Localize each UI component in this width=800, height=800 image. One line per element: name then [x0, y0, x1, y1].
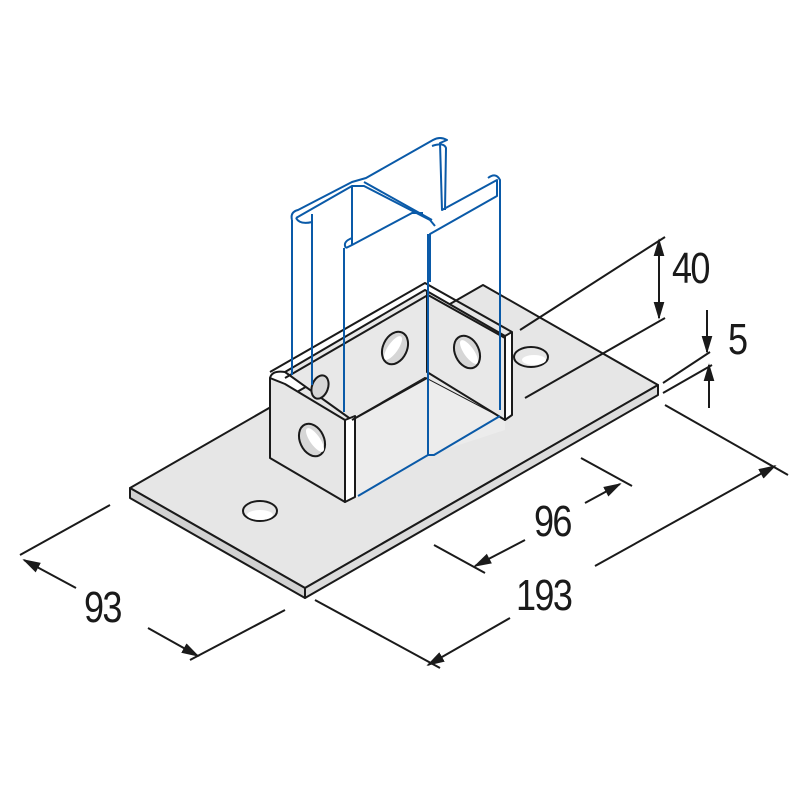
dimension-label-bracket-length: 96	[534, 497, 572, 546]
bracket-hole-left	[297, 422, 327, 458]
bracket-hole-back-1	[380, 330, 410, 366]
dimension-label-bracket-height: 40	[672, 244, 710, 293]
double-channel-strut	[290, 137, 501, 497]
extension-line	[19, 504, 111, 556]
dimension-label-base-length: 193	[516, 571, 573, 620]
bracket-hole-back-2	[452, 334, 482, 370]
base-plate-hole-front	[242, 500, 278, 522]
dimension-lines	[19, 236, 789, 669]
base-plate-hole-rear	[513, 346, 549, 368]
dimension-label-base-width: 93	[84, 583, 122, 632]
dimension-label-plate-thickness: 5	[728, 315, 748, 364]
extension-line	[189, 609, 286, 661]
